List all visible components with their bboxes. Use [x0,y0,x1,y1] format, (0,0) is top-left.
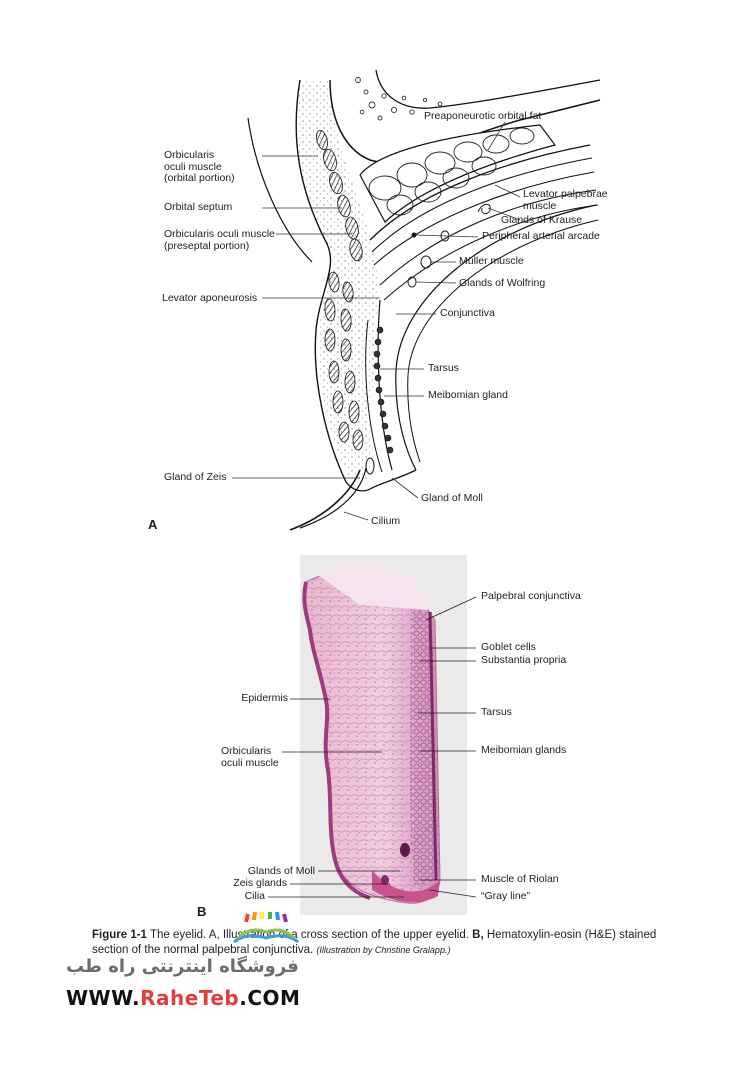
label-orbicularis-preseptal: Orbicularis oculi muscle (preseptal port… [164,228,275,252]
label-levator-aponeurosis: Levator aponeurosis [162,292,258,304]
label-preaponeurotic-fat: Preaponeurotic orbital fat [424,110,542,122]
label-gland-of-moll: Gland of Moll [421,492,483,504]
label-levator-muscle: Levator palpebrae muscle [523,188,608,212]
eyelid-illustration [232,69,601,531]
histology-section [268,555,477,915]
panel-b-letter: B [197,904,207,919]
label-peripheral-arterial-arcade: Peripheral arterial arcade [482,230,600,242]
label-goblet-cells: Goblet cells [481,641,536,653]
watermark-url-accent: RaheTeb [140,986,240,1010]
label-meibomian-gland: Meibomian gland [428,389,508,401]
label-conjunctiva: Conjunctiva [440,307,495,319]
label-muller-muscle: Müller muscle [459,255,524,267]
label-substantia-propria: Substantia propria [481,654,567,666]
book-logo-icon [233,912,299,944]
label-cilia: Cilia [244,890,265,902]
label-zeis-glands: Zeis glands [233,877,287,889]
figure-number: Figure 1-1 [92,929,147,941]
label-tarsus-a: Tarsus [428,362,459,374]
watermark-url[interactable]: WWW.RaheTeb.COM [66,986,300,1010]
watermark-url-suffix: .COM [239,986,301,1010]
label-palpebral-conjunctiva: Palpebral conjunctiva [481,590,581,602]
label-glands-of-wolfring: Glands of Wolfring [459,277,546,289]
watermark-persian: فروشگاه اینترنتی راه طب [66,956,299,977]
watermark-url-prefix: WWW. [66,986,141,1010]
label-tarsus-b: Tarsus [481,706,512,718]
label-muscle-of-riolan: Muscle of Riolan [481,873,559,885]
label-orbicularis-orbital: Orbicularis oculi muscle (orbital portio… [164,149,235,184]
label-glands-of-krause: Glands of Krause [501,214,583,226]
label-orbital-septum: Orbital septum [164,201,233,213]
label-gland-of-zeis: Gland of Zeis [164,471,227,483]
label-orbicularis-b: Orbicularis oculi muscle [221,745,279,769]
caption-b-label: B, [472,929,484,941]
panel-a-letter: A [148,517,158,532]
caption-credit: (Illustration by Christine Gralapp.) [316,945,451,955]
label-meibomian-glands: Meibomian glands [481,744,567,756]
label-cilium: Cilium [371,515,401,527]
caption-text-a: The eyelid. A, Illustration of a cross s… [149,929,469,941]
label-gray-line: “Gray line” [481,890,531,902]
figure-caption: Figure 1-1 The eyelid. A, Illustration o… [92,928,667,958]
label-glands-of-moll: Glands of Moll [247,865,315,877]
label-epidermis: Epidermis [241,692,288,704]
caption-text-b: Hematoxylin-eosin (H&E) stained section … [92,929,657,956]
